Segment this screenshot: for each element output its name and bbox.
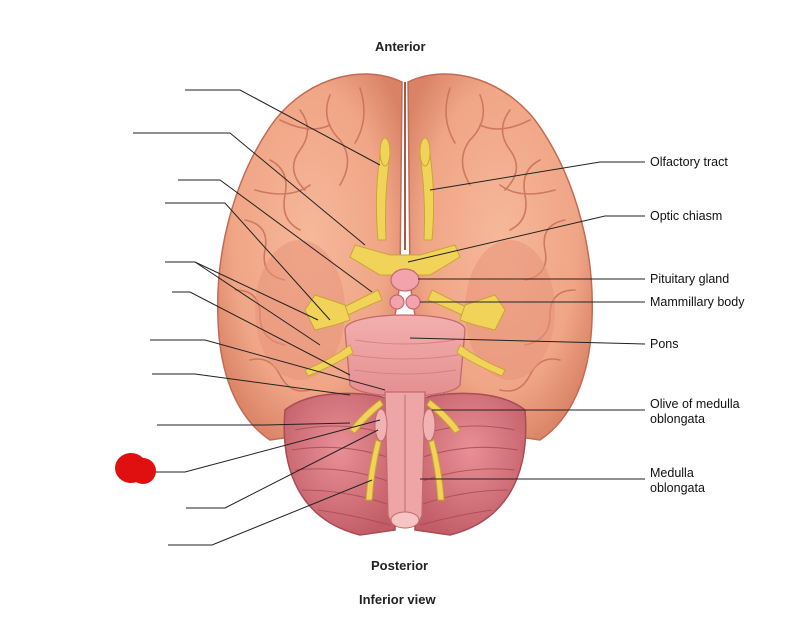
hypothalamic-structures — [389, 268, 421, 310]
label-medulla-line1: Medulla — [650, 466, 694, 480]
optic-chiasm-shape — [349, 244, 461, 276]
pons-shape — [344, 314, 466, 397]
right-olive — [422, 408, 436, 442]
spinal-cord-cut — [390, 511, 420, 529]
leader-left-6 — [172, 291, 351, 376]
right-olfactory-tract — [419, 154, 435, 241]
pituitary-gland-shape — [390, 268, 420, 292]
label-medulla-line2: oblongata — [650, 481, 705, 495]
leader-pons — [409, 337, 646, 345]
inferior-view-caption: Inferior view — [359, 592, 436, 607]
posterior-heading: Posterior — [371, 558, 429, 573]
leader-left-12 — [168, 479, 373, 546]
right-temporal-lobe — [465, 240, 555, 380]
leader-left-3 — [178, 179, 373, 293]
label-optic-chiasm: Optic chiasm — [650, 209, 723, 223]
leader-left-7 — [150, 339, 386, 391]
right-leader-lines — [407, 161, 646, 480]
leader-olfactory-tract — [429, 161, 645, 191]
left-temporal-lobe — [255, 240, 345, 380]
anterior-heading: Anterior — [375, 39, 426, 54]
leader-left-9 — [157, 422, 351, 426]
brainstem — [344, 314, 466, 529]
leader-left-11 — [186, 429, 379, 509]
left-olive — [374, 408, 388, 442]
label-pituitary-gland: Pituitary gland — [650, 272, 730, 286]
leader-left-10 — [150, 419, 381, 473]
cranial-nerves — [304, 137, 506, 501]
leader-optic-chiasm — [407, 215, 645, 263]
label-pons: Pons — [650, 337, 679, 351]
right-trigeminal-nerve — [459, 294, 506, 331]
leader-left-5b — [194, 261, 321, 346]
label-mammillary-body: Mammillary body — [650, 295, 745, 309]
leader-left-8 — [152, 373, 351, 396]
left-leader-lines — [133, 89, 386, 546]
label-olive-line2: oblongata — [650, 412, 705, 426]
leader-left-2 — [133, 132, 366, 246]
mammillary-body-left — [389, 294, 405, 310]
red-marker — [115, 453, 156, 484]
label-olfactory-tract: Olfactory tract — [650, 155, 728, 169]
label-olive-line1: Olive of medulla — [650, 397, 740, 411]
leader-left-4 — [165, 202, 331, 321]
left-olfactory-tract — [375, 154, 391, 241]
left-trigeminal-nerve — [304, 294, 351, 331]
leader-left-1 — [185, 89, 381, 166]
mammillary-body-right — [405, 294, 421, 310]
